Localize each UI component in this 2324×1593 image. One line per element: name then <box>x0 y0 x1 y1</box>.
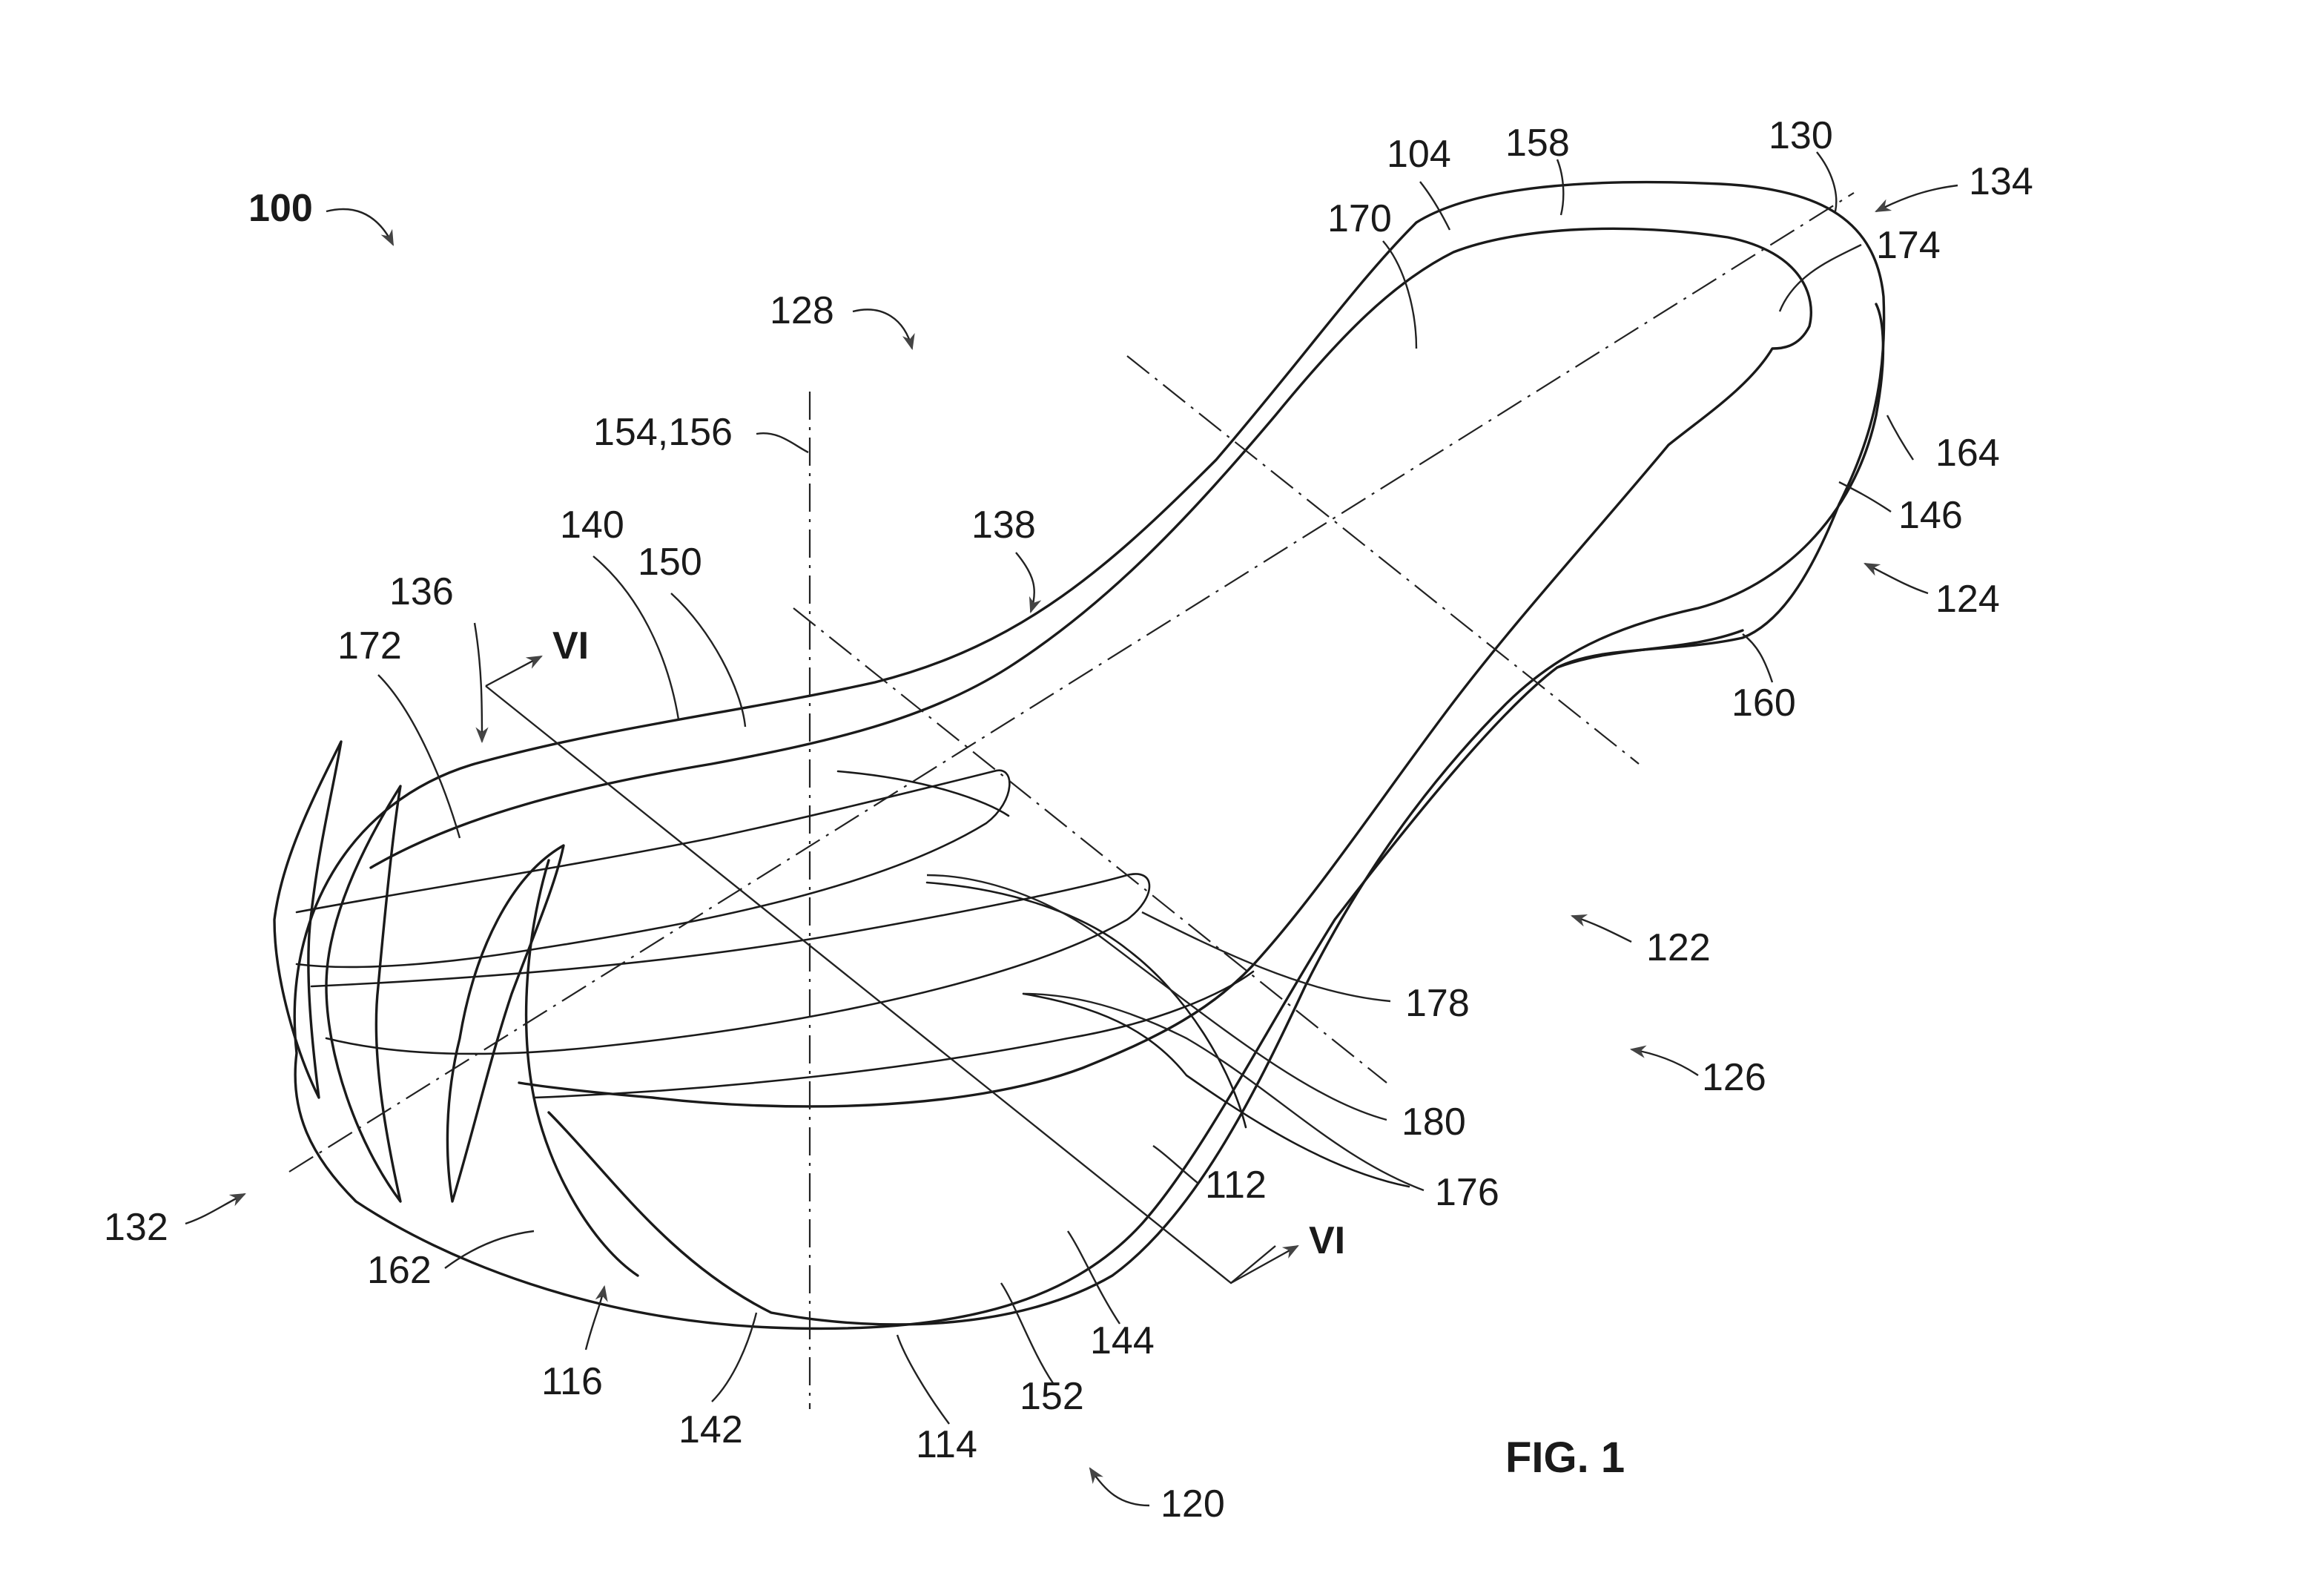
outer-rim <box>293 180 1886 1330</box>
transverse-axis-heel <box>793 607 1387 1084</box>
leader-158 <box>1556 159 1565 216</box>
ref-112: 112 <box>1205 1164 1267 1207</box>
groove-line <box>836 770 1010 817</box>
leader-104 <box>1419 181 1451 231</box>
ref-126: 126 <box>1702 1056 1766 1099</box>
leader-180 <box>926 874 1387 1121</box>
leader-112 <box>1152 1145 1198 1184</box>
transverse-axis-forefoot <box>1126 355 1640 765</box>
fin-wall <box>524 859 639 1277</box>
leader-146 <box>1838 481 1892 512</box>
leader-178 <box>1141 911 1391 1003</box>
leader-144 <box>1067 1230 1120 1325</box>
ref-158: 158 <box>1505 122 1570 165</box>
leader-116 <box>584 1284 608 1350</box>
ref-128: 128 <box>770 289 834 332</box>
ref-134: 134 <box>1969 160 2033 203</box>
ref-116: 116 <box>541 1360 603 1403</box>
leader-150 <box>670 593 747 728</box>
heel-fins <box>273 740 639 1277</box>
ref-120: 120 <box>1161 1482 1225 1526</box>
ref-152: 152 <box>1020 1375 1084 1418</box>
ref-170: 170 <box>1327 197 1392 240</box>
axes <box>288 192 1855 1409</box>
leader-152 <box>1000 1282 1054 1384</box>
section-arrow-bottom <box>1230 1244 1299 1284</box>
ref-178: 178 <box>1405 982 1470 1025</box>
ref-104: 104 <box>1387 133 1451 176</box>
ref-174: 174 <box>1876 224 1941 267</box>
ref-136: 136 <box>389 570 454 613</box>
longitudinal-axis <box>288 192 1855 1173</box>
groove-line <box>310 873 1151 1055</box>
forefoot-edge <box>1556 629 1744 669</box>
ref-142: 142 <box>679 1408 743 1451</box>
fin <box>273 740 343 1099</box>
section-mark-bottom: VI <box>1309 1219 1345 1262</box>
groove-line <box>295 769 1011 969</box>
ref-150: 150 <box>638 541 702 584</box>
leader-174 <box>1778 243 1862 312</box>
ref-144: 144 <box>1090 1319 1155 1362</box>
leader-122 <box>1570 914 1632 943</box>
ref-164: 164 <box>1935 432 2000 475</box>
leader-164 <box>1886 415 1914 461</box>
leader-154 <box>756 432 809 454</box>
ref-160: 160 <box>1732 682 1796 725</box>
leader-130 <box>1816 151 1838 212</box>
leader-160 <box>1742 633 1774 683</box>
leader-172 <box>377 674 461 839</box>
groove-line <box>1022 992 1410 1188</box>
groove-line <box>532 970 1255 1099</box>
leader-114 <box>896 1334 950 1425</box>
leader-124 <box>1864 562 1929 595</box>
leader-lines <box>185 151 1958 1507</box>
leader-162 <box>444 1230 535 1269</box>
leader-134 <box>1875 184 1958 213</box>
leader-128 <box>852 309 915 351</box>
fin <box>325 785 402 1203</box>
leader-126 <box>1629 1045 1699 1076</box>
leader-136 <box>473 622 489 744</box>
ref-162: 162 <box>367 1249 432 1292</box>
ref-100: 100 <box>248 187 313 230</box>
ref-176: 176 <box>1435 1171 1499 1214</box>
figure-caption: FIG. 1 <box>1505 1434 1625 1482</box>
sidewall-lower <box>547 303 1885 1326</box>
leader-120 <box>1089 1467 1150 1507</box>
ref-130: 130 <box>1769 114 1833 157</box>
leader-100 <box>326 208 395 246</box>
section-line <box>485 655 1299 1284</box>
ref-132: 132 <box>104 1206 168 1249</box>
leader-138 <box>1015 552 1042 614</box>
leader-132 <box>185 1193 246 1225</box>
leader-170 <box>1382 240 1418 349</box>
leader-140 <box>592 555 680 720</box>
sole-outline <box>293 180 1886 1330</box>
footbed-edge <box>369 227 1812 1108</box>
section-arrow-top <box>485 655 543 687</box>
section-mark-top: VI <box>552 624 589 667</box>
ref-122: 122 <box>1646 926 1711 969</box>
ref-140: 140 <box>560 504 624 547</box>
ref-154-156: 154,156 <box>593 411 733 454</box>
groove-line <box>925 881 1247 1129</box>
ref-114: 114 <box>916 1423 977 1466</box>
fin <box>446 844 565 1203</box>
heel-grooves <box>295 769 1410 1188</box>
ref-138: 138 <box>971 504 1036 547</box>
leader-142 <box>711 1312 758 1402</box>
ref-172: 172 <box>337 624 402 667</box>
ref-180: 180 <box>1402 1101 1466 1144</box>
reference-labels: 100 104 158 130 134 170 174 128 154,156 … <box>104 114 2033 1526</box>
ref-124: 124 <box>1935 578 2000 621</box>
ref-146: 146 <box>1898 494 1963 537</box>
leader-176 <box>1023 992 1425 1192</box>
